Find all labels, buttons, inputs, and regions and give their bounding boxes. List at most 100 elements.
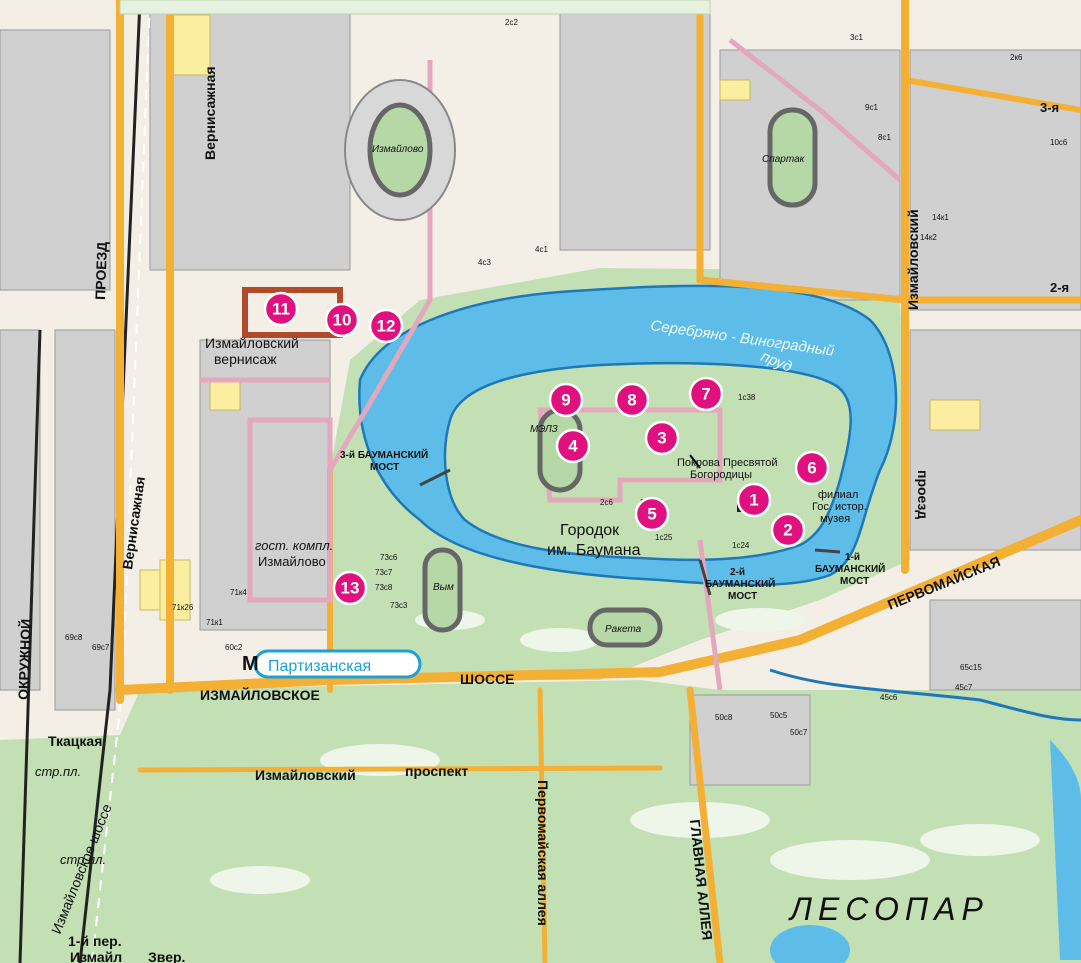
street-izmail: Измайл: [70, 949, 122, 963]
legend-strip: [119, 0, 711, 15]
street-izm-prospekt-1: Измайловский: [255, 767, 356, 783]
stadiums: [344, 79, 818, 648]
bridges: [419, 468, 841, 596]
marker-6[interactable]: 6: [794, 450, 830, 486]
pond-right: [1050, 740, 1081, 960]
svg-text:9с1: 9с1: [865, 103, 878, 112]
main-roads: [115, 0, 1081, 963]
label-gorodok-1: Городок: [560, 522, 620, 539]
svg-text:73с7: 73с7: [375, 568, 393, 577]
marker-13[interactable]: 13: [332, 570, 368, 606]
yellow-zones: [139, 14, 981, 621]
svg-text:1с25: 1с25: [655, 533, 673, 542]
label-hotel-1: гост. компл.: [255, 538, 333, 553]
svg-text:МОСТ: МОСТ: [728, 591, 757, 602]
svg-text:2-я: 2-я: [1050, 280, 1069, 295]
svg-text:2с6: 2с6: [600, 498, 613, 507]
street-proezd-left: ПРОЕЗД: [92, 241, 110, 300]
street-pervomayskaya-alleya: Первомайская аллея: [535, 780, 551, 926]
svg-text:10с6: 10с6: [1050, 138, 1068, 147]
svg-text:45с7: 45с7: [955, 683, 973, 692]
label-mel: МЭЛЗ: [530, 424, 558, 435]
svg-text:Богородицы: Богородицы: [690, 469, 752, 481]
svg-text:6: 6: [807, 459, 816, 478]
label-lesopark: ЛЕСОПАР: [788, 891, 989, 927]
svg-text:2с2: 2с2: [505, 18, 518, 27]
marker-9[interactable]: 9: [548, 382, 584, 418]
street-first-per: 1-й пер.: [68, 933, 122, 949]
street-izm-shosse-2: ШОССЕ: [460, 671, 515, 687]
svg-text:12: 12: [377, 317, 396, 336]
label-raketa: Ракета: [605, 624, 642, 635]
svg-text:Гос. истор.: Гос. истор.: [812, 501, 867, 513]
svg-text:73с3: 73с3: [390, 601, 408, 610]
svg-text:69с7: 69с7: [92, 643, 110, 652]
svg-text:МОСТ: МОСТ: [370, 462, 399, 473]
svg-text:14к2: 14к2: [920, 233, 937, 242]
svg-text:БАУМАНСКИЙ: БАУМАНСКИЙ: [705, 577, 775, 590]
river: [769, 668, 1081, 722]
svg-text:50с5: 50с5: [770, 711, 788, 720]
svg-text:50с8: 50с8: [715, 713, 733, 722]
forest-white-spots: [210, 608, 1040, 894]
street-tkatskaya: Ткацкая: [48, 733, 102, 749]
marker-8[interactable]: 8: [614, 382, 650, 418]
svg-text:3с1: 3с1: [850, 33, 863, 42]
svg-text:5: 5: [647, 505, 656, 524]
svg-text:8: 8: [627, 391, 636, 410]
svg-text:2-й: 2-й: [730, 567, 745, 578]
metro-station-label: Партизанская: [268, 658, 371, 675]
svg-text:БАУМАНСКИЙ: БАУМАНСКИЙ: [815, 562, 885, 575]
svg-text:69с8: 69с8: [65, 633, 83, 642]
svg-text:2: 2: [783, 521, 792, 540]
svg-text:65с15: 65с15: [960, 663, 982, 672]
svg-text:филиал: филиал: [818, 489, 858, 501]
svg-text:4: 4: [568, 437, 578, 456]
svg-text:73с8: 73с8: [375, 583, 393, 592]
street-izm-prospekt-2: проспект: [405, 763, 468, 779]
svg-text:13: 13: [341, 579, 360, 598]
street-izm-proezd-2: проезд: [915, 470, 931, 519]
svg-text:МОСТ: МОСТ: [840, 576, 869, 587]
marker-7[interactable]: 7: [688, 376, 724, 412]
metro-station[interactable]: М Партизанская: [242, 649, 422, 679]
svg-text:7: 7: [701, 385, 710, 404]
svg-text:11: 11: [272, 300, 290, 319]
marker-4[interactable]: 4: [555, 428, 591, 464]
marker-12[interactable]: 12: [368, 308, 404, 344]
marker-11[interactable]: 11: [263, 291, 299, 327]
street-vernisazhnaya-top: Вернисажная: [202, 66, 218, 160]
svg-text:8с1: 8с1: [878, 133, 891, 142]
small-pond: [770, 925, 850, 963]
marker-10[interactable]: 10: [324, 302, 360, 338]
svg-text:1-й: 1-й: [845, 552, 860, 563]
marker-1[interactable]: 1: [736, 482, 772, 518]
svg-text:4с1: 4с1: [535, 245, 548, 254]
svg-text:9: 9: [561, 391, 570, 410]
svg-text:2к6: 2к6: [1010, 53, 1023, 62]
svg-text:1с24: 1с24: [732, 541, 750, 550]
label-stadium: Измайлово: [372, 144, 424, 155]
label-vym: Вым: [433, 582, 454, 593]
street-izm-proezd-1: Измайловский: [905, 209, 921, 310]
svg-text:музея: музея: [820, 513, 850, 525]
label-izm-vernisazh-2: вернисаж: [214, 351, 277, 367]
svg-text:14к1: 14к1: [932, 213, 949, 222]
street-zver: Звер.: [148, 949, 185, 963]
label-hotel-2: Измайлово: [258, 554, 326, 569]
marker-5[interactable]: 5: [634, 496, 670, 532]
svg-text:71к26: 71к26: [172, 603, 194, 612]
svg-text:60с2: 60с2: [225, 643, 243, 652]
marker-3[interactable]: 3: [644, 420, 680, 456]
svg-text:45с6: 45с6: [880, 693, 898, 702]
svg-text:10: 10: [333, 311, 352, 330]
street-izm-shosse-1: ИЗМАЙЛОВСКОЕ: [200, 686, 320, 703]
svg-text:3: 3: [657, 429, 666, 448]
svg-text:1с38: 1с38: [738, 393, 756, 402]
svg-text:71к4: 71к4: [230, 588, 247, 597]
label-gorodok-2: им. Баумана: [547, 542, 641, 559]
marker-2[interactable]: 2: [770, 512, 806, 548]
markers[interactable]: 1 2 3 4 5 6 7 8 9 10 11 12 13: [263, 291, 830, 606]
district-labels: Измайловский вернисаж Городок им. Бауман…: [205, 335, 989, 927]
